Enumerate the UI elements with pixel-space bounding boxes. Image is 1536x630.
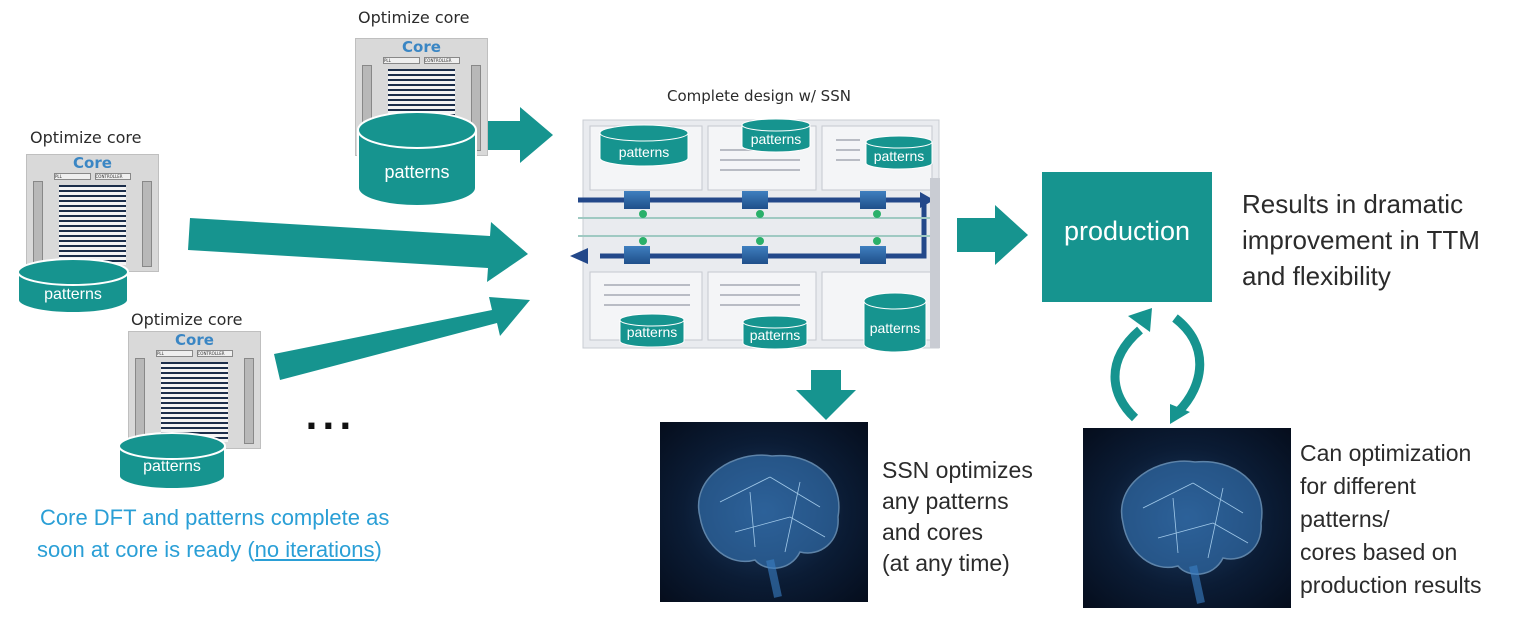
controller-box: CONTROLLER (94, 173, 131, 180)
arrow-to-production (957, 205, 1028, 265)
ssn-note-line-2: any patterns (882, 488, 1009, 514)
can-note-line-4: cores based on (1300, 539, 1458, 565)
design-patterns-label-1: patterns (618, 144, 670, 160)
brain-image-1 (660, 422, 868, 602)
core-title: Core (175, 331, 214, 349)
design-patterns-label-4: patterns (626, 324, 678, 340)
can-note-line-2: for different (1300, 473, 1416, 499)
result-line-1: Results in dramatic (1242, 189, 1464, 219)
optimize-core-label-top: Optimize core (358, 8, 470, 27)
brain-image-2 (1083, 428, 1291, 608)
design-patterns-label-5: patterns (749, 327, 801, 343)
arrow-bottom-core (274, 297, 530, 380)
cycle-arrowhead-bottom (1170, 404, 1190, 424)
decompressor-strip (33, 181, 43, 267)
ssn-note-line-3: and cores (882, 519, 984, 545)
design-patterns-cylinder-1 (599, 124, 689, 167)
can-note-line-1: Can optimization (1300, 440, 1472, 466)
optimize-core-label-left: Optimize core (30, 128, 142, 147)
brain-icon (697, 454, 840, 598)
design-label: Complete design w/ SSN (667, 87, 851, 105)
result-text: Results in dramatic improvement in TTM a… (1242, 186, 1480, 294)
controller-box: CONTROLLER (196, 350, 233, 357)
compactor-strip (142, 181, 152, 267)
patterns-label-bottom: patterns (143, 458, 201, 475)
design-patterns-cylinder-4 (619, 313, 685, 348)
cycle-arrowhead-top (1128, 308, 1152, 332)
caption-line-1: Core DFT and patterns complete as (40, 505, 390, 530)
design-patterns-cylinder-5 (742, 315, 808, 350)
scan-chains (59, 185, 126, 265)
design-patterns-label-3: patterns (873, 148, 925, 164)
patterns-cylinder-bottom (118, 432, 226, 490)
optimize-core-label-bottom: Optimize core (131, 310, 243, 329)
patterns-cylinder-left (17, 258, 129, 314)
design-patterns-cylinder-2 (741, 118, 811, 153)
ssn-note-line-4: (at any time) (882, 550, 1010, 576)
production-box: production (1042, 172, 1212, 302)
cycle-arrows-icon (1110, 314, 1205, 422)
patterns-cylinder-top (357, 111, 477, 207)
scan-chains (161, 362, 228, 442)
patterns-label-top: patterns (384, 162, 450, 182)
pll-box: PLL (54, 173, 91, 180)
caption-suffix: ) (374, 537, 382, 562)
arrow-down-to-brain (796, 370, 856, 420)
core-title: Core (73, 154, 112, 172)
design-patterns-cylinder-6 (863, 292, 927, 353)
caption-line-2: soon at core is ready (no iterations) (37, 537, 382, 563)
design-patterns-label-2: patterns (750, 131, 802, 147)
design-patterns-cylinder-3 (865, 135, 933, 170)
arrow-left-core (188, 218, 528, 282)
pll-box: PLL (383, 57, 420, 64)
core-title: Core (402, 38, 441, 56)
ssn-note-line-1: SSN optimizes (882, 457, 1033, 483)
production-label: production (1063, 216, 1191, 246)
can-note-line-3: patterns/ (1300, 506, 1390, 532)
can-note-line-5: production results (1300, 572, 1482, 598)
arrow-top-core (486, 107, 553, 163)
pll-box: PLL (156, 350, 193, 357)
controller-box: CONTROLLER (423, 57, 460, 64)
design-patterns-label-6: patterns (869, 320, 921, 336)
brain-icon (1120, 460, 1263, 604)
result-line-3: and flexibility (1242, 261, 1391, 291)
caption-prefix: soon at core is ready ( (37, 537, 255, 562)
caption-underlined: no iterations (254, 537, 375, 562)
result-line-2: improvement in TTM (1242, 225, 1480, 255)
patterns-label-left: patterns (44, 286, 102, 303)
ssn-note: SSN optimizes any patterns and cores (at… (882, 455, 1033, 579)
compactor-strip (244, 358, 254, 444)
can-note: Can optimization for different patterns/… (1300, 437, 1482, 602)
ellipsis: ... (305, 398, 356, 438)
